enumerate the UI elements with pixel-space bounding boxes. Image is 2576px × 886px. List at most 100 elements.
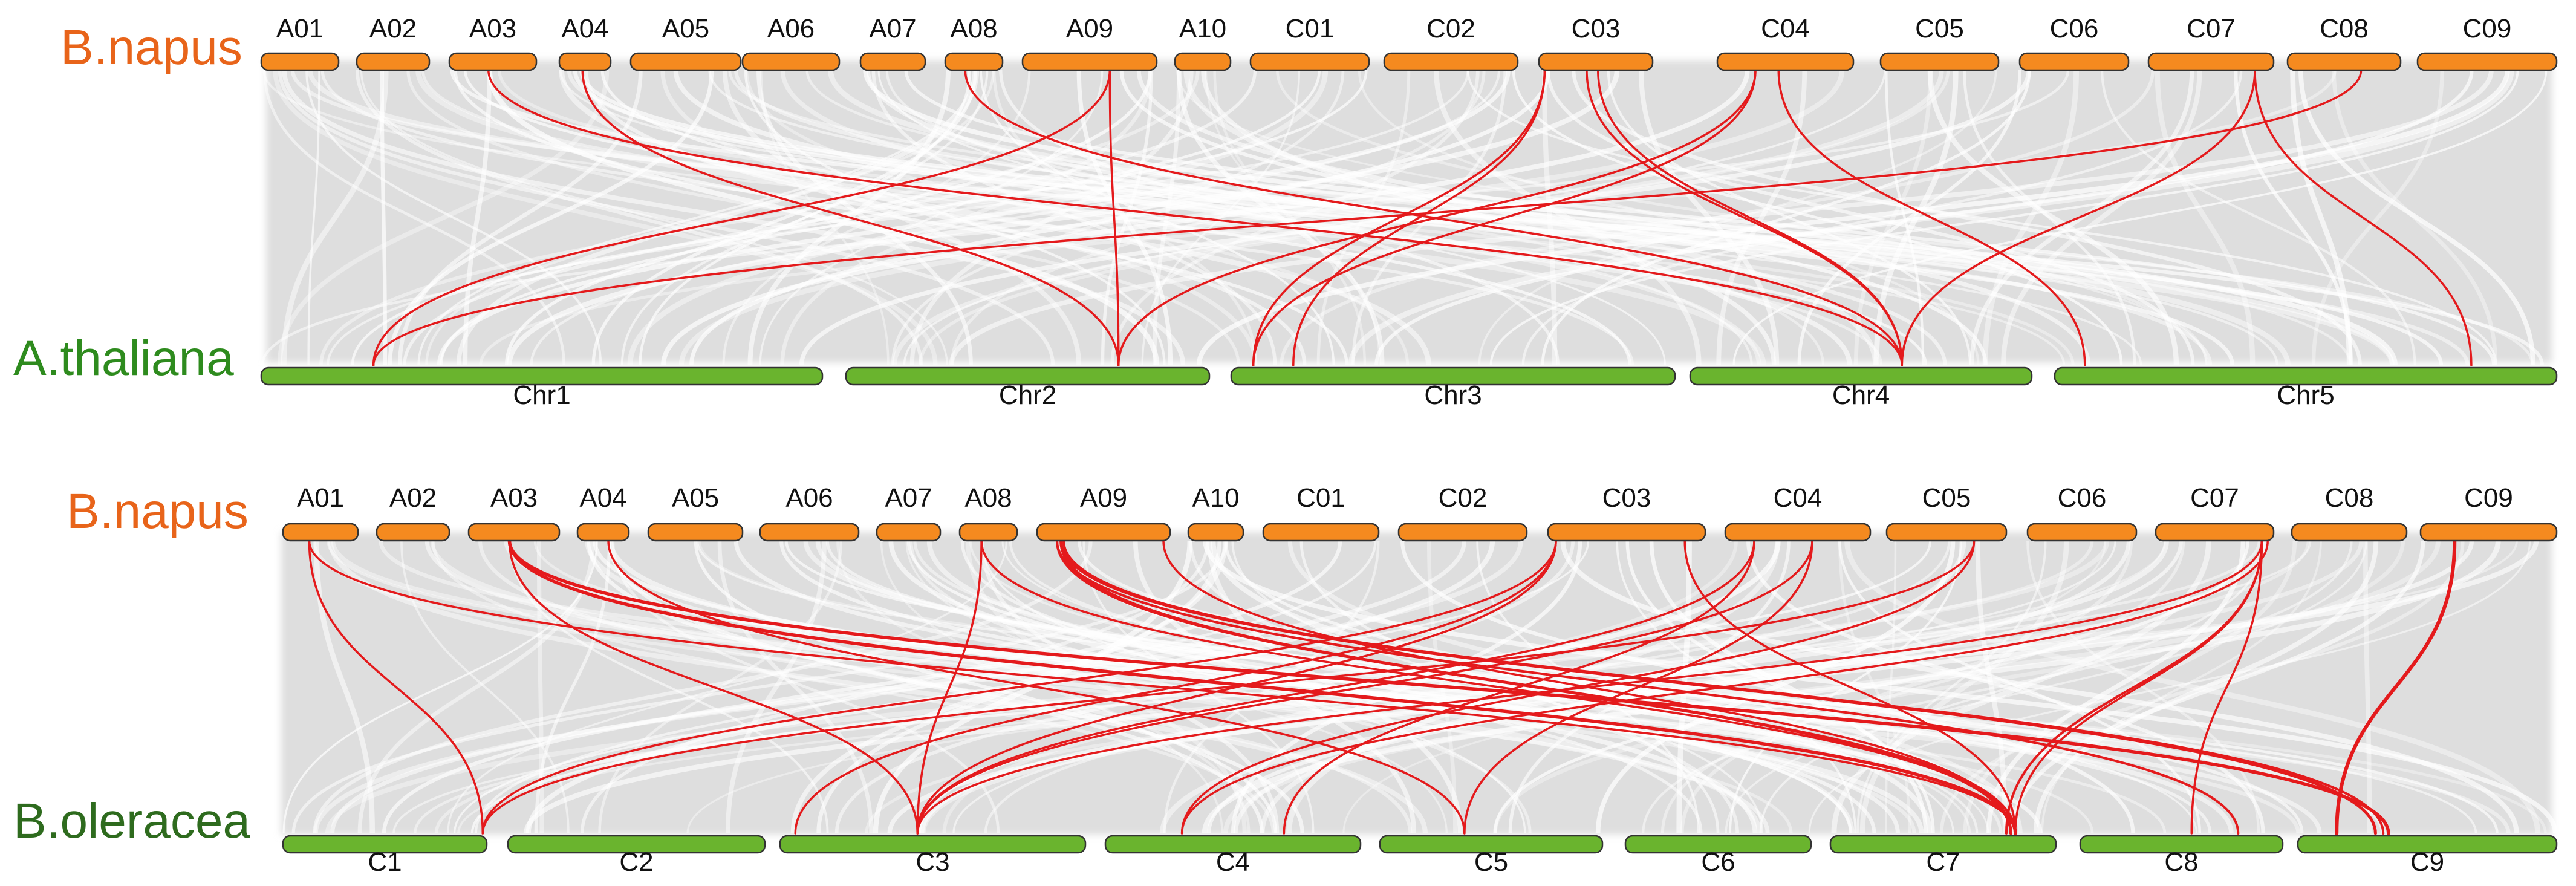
chromosome-label-a01: A01 [276, 14, 324, 44]
synteny-ribbon [400, 540, 570, 834]
synteny-ribbon [1572, 70, 2362, 366]
chromosome-label-a10: A10 [1179, 14, 1226, 44]
chromosome-label-c2: C2 [619, 847, 653, 877]
synteny-ribbon [759, 70, 1104, 366]
collinear-gene-link [1597, 69, 1904, 366]
chromosome-label-c05: C05 [1915, 14, 1964, 44]
collinear-gene-link [916, 539, 1813, 835]
synteny-ribbon [725, 540, 827, 834]
chromosome-bar-a08 [958, 523, 1018, 542]
chromosome-bar-a05 [629, 52, 742, 71]
collinear-gene-link [1056, 539, 2240, 835]
chromosome-label-c9: C9 [2410, 847, 2444, 877]
synteny-ribbon [1493, 540, 2405, 834]
chromosome-label-c09: C09 [2463, 14, 2512, 44]
collinear-gene-link [1180, 539, 1976, 835]
synteny-ribbon [1183, 70, 1878, 366]
synteny-ribbon [282, 70, 1186, 366]
synteny-ribbon [1141, 70, 1301, 366]
synteny-ribbon [1358, 70, 1980, 366]
synteny-ribbon [673, 70, 1852, 366]
synteny-ribbon [880, 540, 1223, 834]
bottom-species-label-1: A.thaliana [13, 331, 234, 386]
synteny-ribbon [728, 70, 2534, 366]
synteny-ribbon [415, 70, 1766, 366]
synteny-ribbon [906, 540, 1852, 834]
synteny-ribbon [2298, 70, 2535, 366]
synteny-ribbon [312, 540, 1793, 834]
synteny-ribbon [382, 540, 1342, 834]
synteny-ribbon [1542, 70, 1558, 366]
chromosome-bar-c3 [779, 835, 1087, 854]
chromosome-label-c1: C1 [368, 847, 402, 877]
synteny-ribbon [1853, 70, 1933, 366]
synteny-ribbon [1196, 70, 2510, 366]
collinear-gene-link [2335, 539, 2457, 835]
collinear-gene-link [1283, 539, 1755, 835]
top-species-label-2: B.napus [67, 484, 249, 539]
chromosome-bar-c07 [2147, 52, 2275, 71]
synteny-ribbon [487, 70, 1159, 366]
synteny-ribbon [263, 70, 566, 366]
synteny-ribbon [1808, 540, 2531, 834]
chromosome-label-c07: C07 [2187, 14, 2236, 44]
collinear-gene-link [1117, 69, 1757, 366]
synteny-ribbon [584, 70, 1307, 366]
collinear-gene-link [481, 539, 1557, 835]
synteny-ribbon [1466, 70, 2497, 366]
chromosome-label-c03: C03 [1572, 14, 1621, 44]
collinear-gene-link [1180, 539, 2269, 835]
synteny-ribbon [950, 70, 1486, 366]
synteny-ribbon [509, 540, 829, 834]
synteny-ribbon [815, 540, 2234, 834]
chromosome-bar-chr1 [260, 366, 824, 386]
synteny-ribbon [694, 540, 1278, 834]
chromosome-bar-chr3 [1230, 366, 1676, 386]
synteny-ribbon [1213, 70, 1367, 366]
synteny-ribbon [678, 70, 1845, 366]
synteny-ribbon [278, 70, 1055, 366]
synteny-ribbon [273, 70, 938, 366]
collinear-gene-link [1463, 539, 1813, 835]
collinear-gene-link [2190, 539, 2263, 835]
collinear-gene-link [1252, 69, 1757, 366]
chromosome-bar-a06 [741, 52, 841, 71]
synteny-ribbon [463, 70, 492, 366]
synteny-ribbon [506, 70, 1620, 366]
synteny-ribbon [980, 540, 1280, 834]
chromosome-label-c02: C02 [1426, 14, 1475, 44]
chromosome-bar-c8 [2079, 835, 2284, 854]
synteny-ribbon [1521, 70, 2243, 366]
synteny-ribbon [828, 70, 2291, 366]
chromosome-label-c6: C6 [1701, 847, 1735, 877]
synteny-ribbon [498, 70, 2075, 366]
collinear-gene-link [794, 539, 1557, 835]
synteny-ribbon [598, 540, 842, 834]
chromosome-label-c01: C01 [1296, 483, 1345, 513]
chromosome-bar-c01 [1262, 523, 1380, 542]
synteny-ribbon [355, 70, 923, 366]
synteny-ribbon [1856, 540, 2047, 834]
chromosome-bar-c01 [1249, 52, 1370, 71]
chromosome-bar-a10 [1174, 52, 1232, 71]
synteny-ribbon [2033, 540, 2379, 834]
synteny-ribbon [380, 70, 388, 366]
chromosome-label-c04: C04 [1774, 483, 1823, 513]
ribbon-texture-1 [261, 70, 2548, 366]
chromosome-bar-c07 [2155, 523, 2275, 542]
chromosome-label-a03: A03 [469, 14, 516, 44]
synteny-ribbon [1859, 540, 2069, 834]
chromosome-bar-c09 [2416, 52, 2558, 71]
bottom-species-label-2: B.oleracea [13, 793, 250, 849]
synteny-ribbon [1797, 70, 2022, 366]
collinear-gene-link [1252, 69, 1546, 366]
chromosome-bar-a04 [558, 52, 612, 71]
synteny-ribbon [1231, 540, 1582, 834]
collinear-gene-link [1059, 539, 2012, 835]
chromosome-label-c04: C04 [1761, 14, 1810, 44]
collinear-gene-link [2254, 69, 2473, 366]
